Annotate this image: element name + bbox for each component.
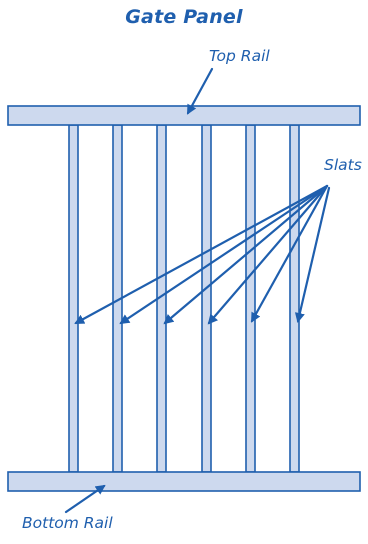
slat-arrow bbox=[294, 186, 331, 323]
slat bbox=[289, 124, 300, 473]
top-rail bbox=[7, 105, 361, 126]
slat-arrow bbox=[163, 184, 329, 325]
top-rail-arrow bbox=[186, 67, 214, 115]
bottom-rail-label: Bottom Rail bbox=[22, 514, 113, 532]
slat bbox=[245, 124, 256, 473]
bottom-rail bbox=[7, 471, 361, 492]
slats-label: Slats bbox=[324, 156, 362, 174]
diagram-title: Gate Panel bbox=[125, 6, 243, 28]
slat bbox=[201, 124, 212, 473]
slat-arrow bbox=[207, 184, 329, 325]
bottom-rail-arrow bbox=[64, 484, 106, 514]
top-rail-label: Top Rail bbox=[209, 47, 270, 65]
slat-arrow bbox=[74, 184, 329, 325]
slat-arrow bbox=[250, 184, 329, 323]
slat bbox=[68, 124, 79, 473]
slat-arrow bbox=[119, 184, 329, 325]
